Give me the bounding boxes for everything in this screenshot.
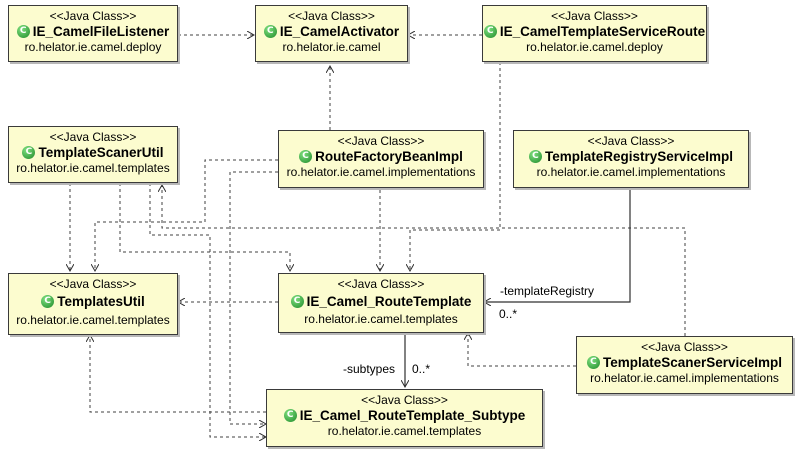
assoc-templateregistry xyxy=(484,189,631,302)
class-name: TemplateRegistryServiceImpl xyxy=(544,149,734,164)
role-subtypes: -subtypes xyxy=(343,362,395,376)
class-name: IE_Camel_RouteTemplate xyxy=(306,294,472,309)
dep-scanerservice-routetemplate xyxy=(468,333,576,367)
stereotype: <<Java Class>> xyxy=(337,134,425,148)
stereotype: <<Java Class>> xyxy=(49,9,137,23)
class-icon: C xyxy=(283,409,297,422)
package-name: ro.helator.ie.camel.deploy xyxy=(24,40,162,54)
class-name: IE_CamelActivator xyxy=(279,24,400,39)
package-name: ro.helator.ie.camel.templates xyxy=(327,424,482,438)
class-name: IE_Camel_RouteTemplate_Subtype xyxy=(299,408,526,423)
package-name: ro.helator.ie.camel.templates xyxy=(16,313,170,327)
mult-template-registry: 0..* xyxy=(499,307,517,321)
class-icon: C xyxy=(290,295,304,308)
role-template-registry: -templateRegistry xyxy=(500,284,594,298)
stereotype: <<Java Class>> xyxy=(641,340,728,354)
package-name: ro.helator.ie.camel xyxy=(282,40,381,54)
package-name: ro.helator.ie.camel.implementations xyxy=(536,165,726,179)
class-name: TemplateScanerServiceImpl xyxy=(602,355,783,370)
class-icon: C xyxy=(41,295,55,308)
class-icon: C xyxy=(483,25,497,38)
package-name: ro.helator.ie.camel.templates xyxy=(16,161,170,175)
dep-serviceroute-routetemplate xyxy=(410,62,501,271)
class-name: IE_CamelFileListener xyxy=(32,24,170,39)
class-icon: C xyxy=(586,356,600,369)
class-name: RouteFactoryBeanImpl xyxy=(315,149,463,164)
dep-routefactory-subtype xyxy=(229,171,278,424)
class-name: TemplateScanerUtil xyxy=(38,145,164,160)
dep-scanerservice-scanerutil xyxy=(162,185,686,336)
package-name: ro.helator.ie.camel.templates xyxy=(304,312,458,326)
mult-subtypes: 0..* xyxy=(412,362,430,376)
dep-scanerutil-subtype xyxy=(149,183,266,437)
class-icon: C xyxy=(528,150,542,163)
dep-subtype-templatesutil xyxy=(90,335,266,413)
dep-routefactory-templatesutil xyxy=(95,159,278,271)
stereotype: <<Java Class>> xyxy=(587,134,675,148)
stereotype: <<Java Class>> xyxy=(49,277,137,291)
class-icon: C xyxy=(299,150,313,163)
stereotype: <<Java Class>> xyxy=(337,277,425,291)
stereotype: <<Java Class>> xyxy=(49,130,137,144)
dep-scanerutil-routetemplate xyxy=(119,183,290,271)
package-name: ro.helator.ie.camel.implementations xyxy=(286,165,476,179)
stereotype: <<Java Class>> xyxy=(551,9,638,23)
class-name: IE_CamelTemplateServiceRoute xyxy=(499,24,706,39)
class-name: TemplatesUtil xyxy=(57,294,145,309)
class-icon: C xyxy=(16,25,30,38)
package-name: ro.helator.ie.camel.deploy xyxy=(526,40,663,54)
stereotype: <<Java Class>> xyxy=(288,9,375,23)
package-name: ro.helator.ie.camel.implementations xyxy=(590,371,779,385)
class-icon: C xyxy=(22,146,36,159)
stereotype: <<Java Class>> xyxy=(361,393,448,407)
class-icon: C xyxy=(263,25,277,38)
